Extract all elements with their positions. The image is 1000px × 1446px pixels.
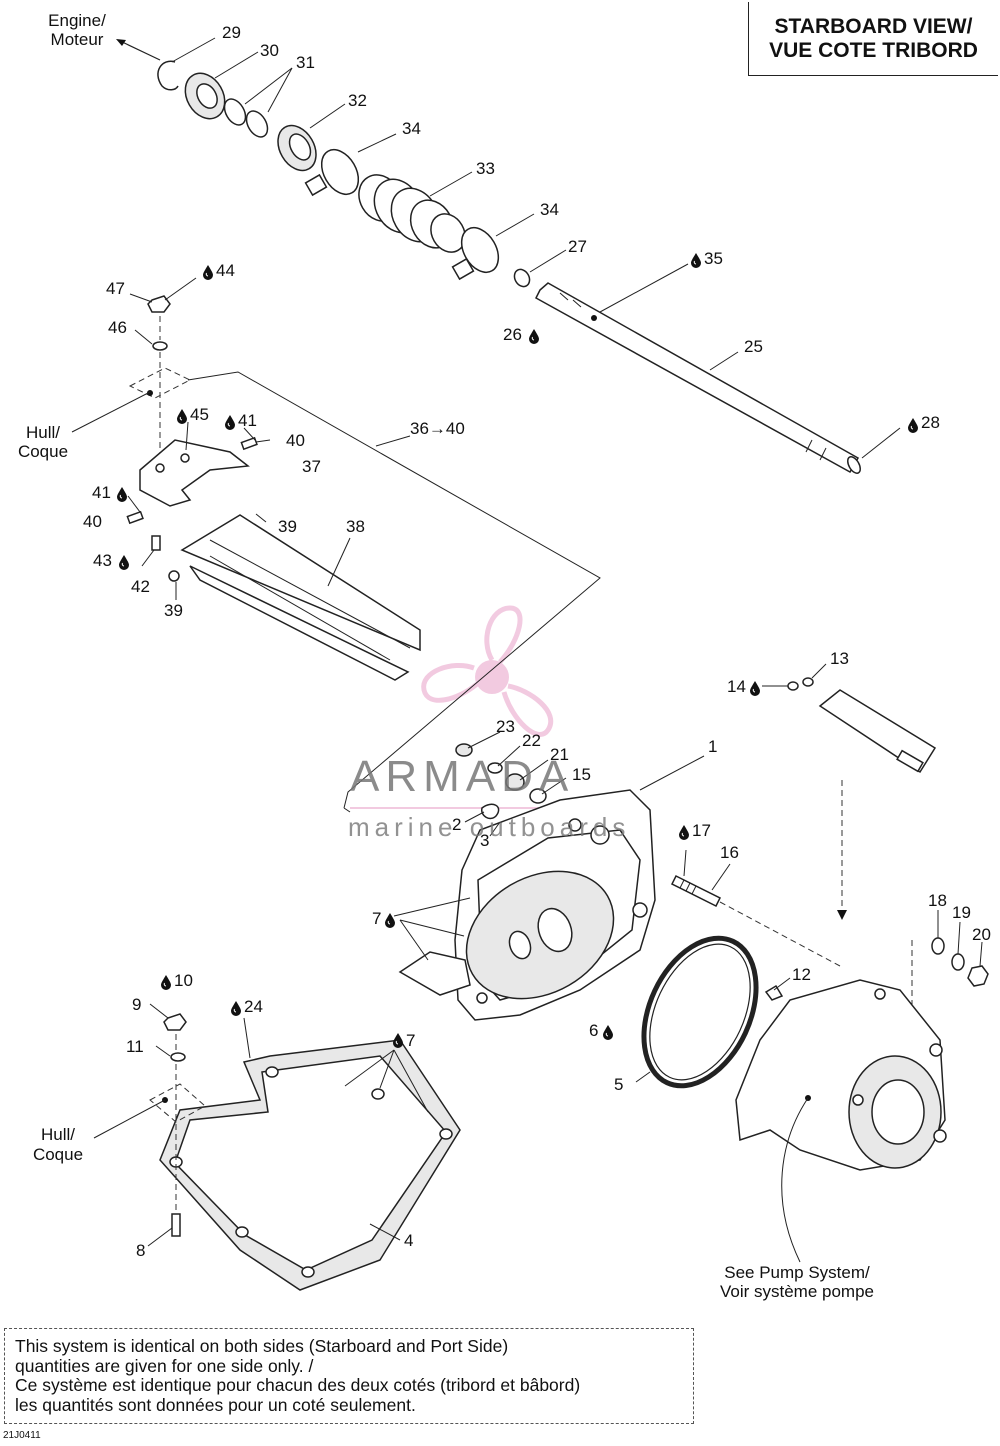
part-number: 39: [164, 601, 183, 620]
drop-icon: [116, 486, 128, 503]
part-number: 37: [302, 457, 321, 476]
drop-icon: [384, 912, 396, 929]
part-number: 40: [83, 512, 102, 531]
hull-label-line2: Coque: [18, 442, 68, 461]
part-number: 35: [704, 249, 723, 268]
part-number: 22: [522, 731, 541, 750]
part-number: 4: [404, 1231, 413, 1250]
part-number: 45: [190, 405, 209, 424]
part-number: 28: [921, 413, 940, 432]
part-number: 46: [108, 318, 127, 337]
view-title: STARBOARD VIEW/ VUE COTE TRIBORD: [748, 2, 998, 76]
part-number: 12: [792, 965, 811, 984]
drop-icon: [749, 680, 761, 697]
part-number: 7: [406, 1031, 415, 1050]
part-number: 2: [452, 815, 461, 834]
engine-label-line2: Moteur: [51, 30, 104, 49]
part-number: 32: [348, 91, 367, 110]
part-number: 26: [503, 325, 522, 344]
note-line: Ce système est identique pour chacun des…: [15, 1375, 581, 1395]
part-number: 34: [402, 119, 421, 138]
part-number: 24: [244, 997, 263, 1016]
part-number: 13: [830, 649, 849, 668]
part-number: 20: [972, 925, 991, 944]
part-number: 25: [744, 337, 763, 356]
arrow-icon: [116, 39, 126, 46]
hull-label-line1: Hull/: [26, 423, 60, 442]
part-number: 33: [476, 159, 495, 178]
part-number: 39: [278, 517, 297, 536]
hull-bottom-label-line1: Hull/: [41, 1125, 75, 1144]
pump-label-line2: Voir système pompe: [720, 1282, 874, 1301]
drive-shaft-assembly: [116, 37, 901, 474]
part-callouts: Engine/ Moteur 29 30 31 32 34 33 34 27 3…: [18, 11, 991, 1301]
note-line: This system is identical on both sides (…: [15, 1336, 509, 1356]
part-number: 18: [928, 891, 947, 910]
drop-icon: [176, 408, 188, 425]
wear-ring: [635, 935, 759, 1089]
part-number: 15: [572, 765, 591, 784]
pump-label-line1: See Pump System/: [724, 1263, 870, 1282]
part-number: 8: [136, 1241, 145, 1260]
part-number: 27: [568, 237, 587, 256]
part-number: 38: [346, 517, 365, 536]
drop-icon: [602, 1024, 614, 1041]
part-number: 23: [496, 717, 515, 736]
drop-icon: [907, 417, 919, 434]
note-line: les quantités sont données pour un coté …: [15, 1394, 416, 1415]
part-number: 41: [238, 411, 257, 430]
part-number: 10: [174, 971, 193, 990]
drop-icon: [528, 328, 540, 345]
part-number: 6: [589, 1021, 598, 1040]
part-number: 36→40: [410, 419, 465, 438]
drop-icon: [160, 974, 172, 991]
part-number: 3: [480, 831, 489, 850]
part-number: 29: [222, 23, 241, 42]
pump-connection: [735, 663, 989, 1263]
part-number: 34: [540, 200, 559, 219]
watermark-tagline: marine outboards: [348, 812, 631, 842]
part-number: 14: [727, 677, 746, 696]
hull-bottom-label-line2: Coque: [33, 1145, 83, 1164]
note-line: quantities are given for one side only. …: [15, 1355, 314, 1376]
part-number: 11: [126, 1037, 144, 1056]
part-number: 43: [93, 551, 112, 570]
part-number: 40: [286, 431, 305, 450]
part-number: 19: [952, 903, 971, 922]
engine-label-line1: Engine/: [48, 11, 106, 30]
part-number: 31: [296, 53, 315, 72]
part-number: 42: [131, 577, 150, 596]
support-bracket-assembly: [71, 277, 601, 813]
part-number: 5: [614, 1075, 623, 1094]
drop-icon: [202, 264, 214, 281]
view-title-line2: VUE COTE TRIBORD: [769, 38, 978, 62]
part-number: 17: [692, 821, 711, 840]
drop-icon: [690, 252, 702, 269]
drop-icon: [230, 1000, 242, 1017]
drop-icon: [224, 414, 236, 431]
part-number: 16: [720, 843, 739, 862]
part-number: 30: [260, 41, 279, 60]
view-title-line1: STARBOARD VIEW/: [774, 14, 973, 38]
part-number: 9: [132, 995, 141, 1014]
watermark-brand: ARMADA: [350, 752, 575, 801]
part-number: 44: [216, 261, 235, 280]
drop-icon: [678, 824, 690, 841]
part-number: 1: [708, 737, 717, 756]
note-box: This system is identical on both sides (…: [4, 1328, 694, 1424]
drop-icon: [392, 1032, 404, 1049]
part-number: 7: [372, 909, 381, 928]
part-number: 41: [92, 483, 111, 502]
drop-icon: [118, 554, 130, 571]
part-number: 47: [106, 279, 125, 298]
part-number: 21: [550, 745, 569, 764]
drawing-code: 21J0411: [3, 1430, 41, 1441]
venturi-housing: [393, 731, 841, 1021]
intake-grate-plate: [93, 1003, 461, 1291]
